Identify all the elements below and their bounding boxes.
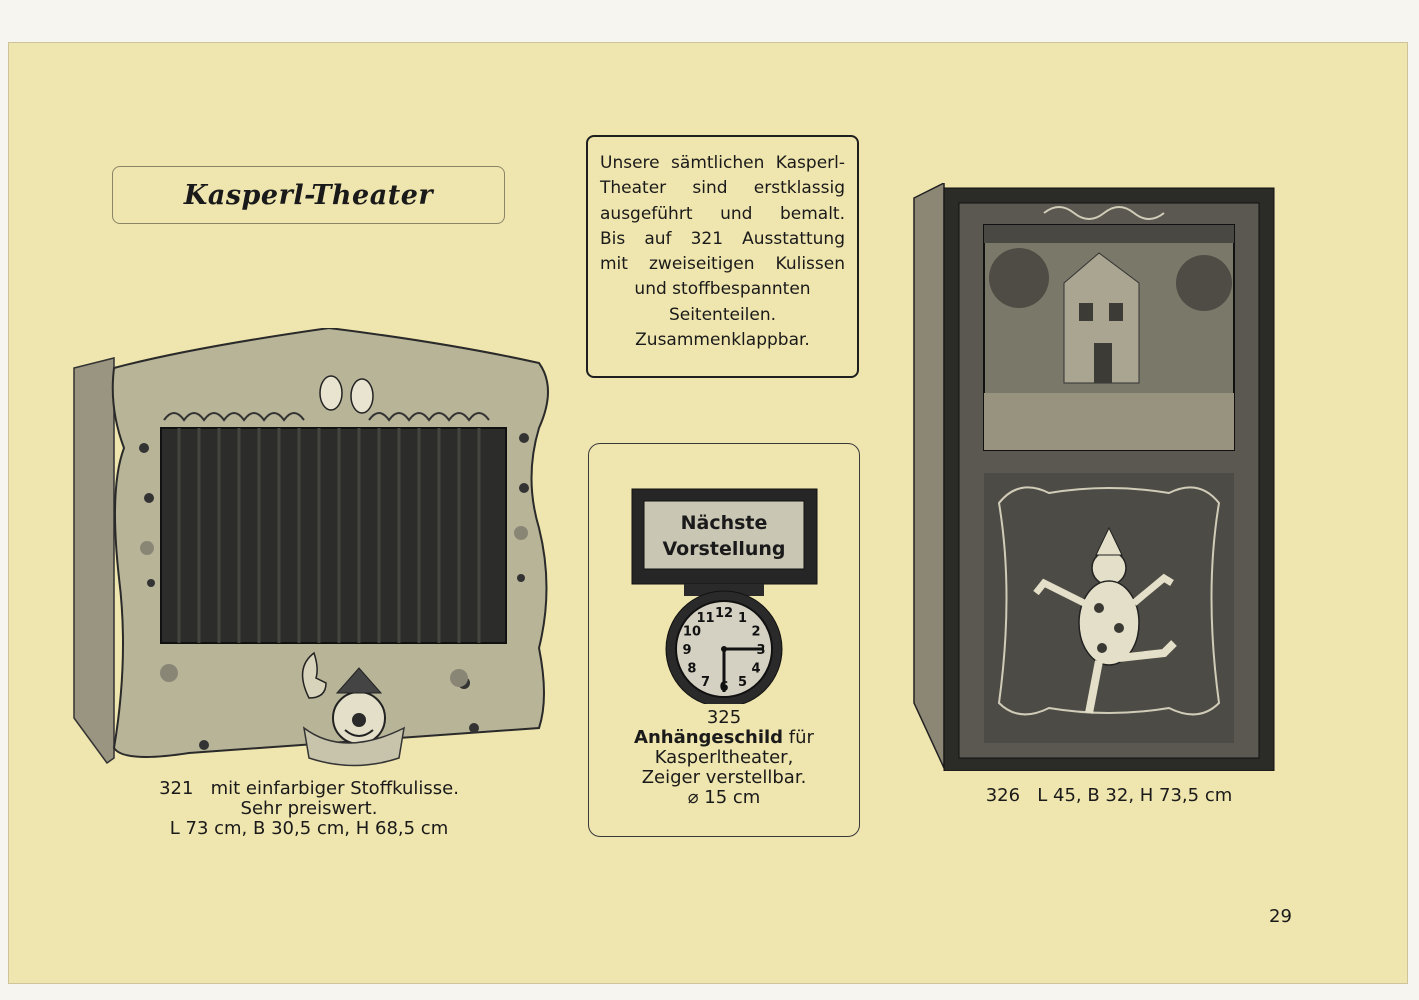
caption-325-line1: Anhängeschild für — [589, 728, 859, 748]
theater-321-illustration — [73, 328, 549, 767]
caption-325-name: Anhängeschild — [634, 727, 784, 748]
sign-text-line1: Nächste — [681, 512, 768, 534]
clock-numeral: 8 — [687, 662, 696, 677]
title-box: Kasperl-Theater — [112, 166, 505, 224]
info-line: Zusammenklappbar. — [635, 330, 810, 351]
sign-text-line2: Vorstellung — [662, 538, 785, 560]
clock-numeral: 4 — [752, 662, 761, 677]
catalog-page: Kasperl-Theater Unsere sämtlichen Kasper… — [8, 42, 1408, 984]
caption-321: 321 mit einfarbiger Stoffkulisse. Sehr p… — [79, 779, 539, 839]
clock-numeral: 2 — [752, 625, 761, 640]
caption-325-line2: Kasperltheater, — [654, 747, 794, 768]
info-line: Seitenteilen. — [668, 304, 777, 325]
hanging-sign-illustration: Nächste Vorstellung 121234567891011 — [631, 488, 818, 704]
caption-321-line2: Sehr preiswert. — [240, 798, 378, 819]
caption-325-number: 325 — [706, 707, 742, 728]
caption-321-line1: 321 mit einfarbiger Stoffkulisse. — [159, 778, 459, 799]
caption-326: 326 L 45, B 32, H 73,5 cm — [985, 785, 1233, 806]
caption-321-line3: L 73 cm, B 30,5 cm, H 68,5 cm — [169, 818, 449, 839]
info-line: mit zweiseitigen Kulissen — [600, 254, 845, 275]
item-325-box: Nächste Vorstellung 121234567891011 325 … — [588, 443, 860, 837]
info-box: Unsere sämtlichen Kasperl- Theater sind … — [586, 135, 859, 378]
clock-numeral: 12 — [715, 606, 733, 621]
page-number: 29 — [1269, 906, 1292, 927]
clock-numeral: 1 — [738, 611, 747, 626]
caption-325-line3: Zeiger verstellbar. — [641, 767, 807, 788]
clock-numeral: 7 — [701, 675, 710, 690]
info-line: Theater sind erstklassig — [600, 178, 845, 199]
clock-numeral: 11 — [696, 611, 714, 626]
clock-numeral: 10 — [683, 625, 701, 640]
clock-numeral: 5 — [738, 675, 747, 690]
caption-325-line4: ⌀ 15 cm — [687, 787, 761, 808]
info-line: ausgeführt und bemalt. — [600, 203, 845, 224]
caption-325-line1-rest: für — [783, 727, 814, 748]
theater-326-illustration — [913, 183, 1275, 771]
caption-325: 325 Anhängeschild für Kasperltheater, Ze… — [589, 708, 859, 808]
info-line: und stoffbespannten — [634, 279, 811, 300]
info-line: Unsere sämtlichen Kasperl- — [600, 153, 845, 173]
page-title: Kasperl-Theater — [183, 179, 434, 211]
info-line: Bis auf 321 Ausstattung — [600, 228, 845, 249]
clock-numeral: 9 — [682, 643, 691, 658]
